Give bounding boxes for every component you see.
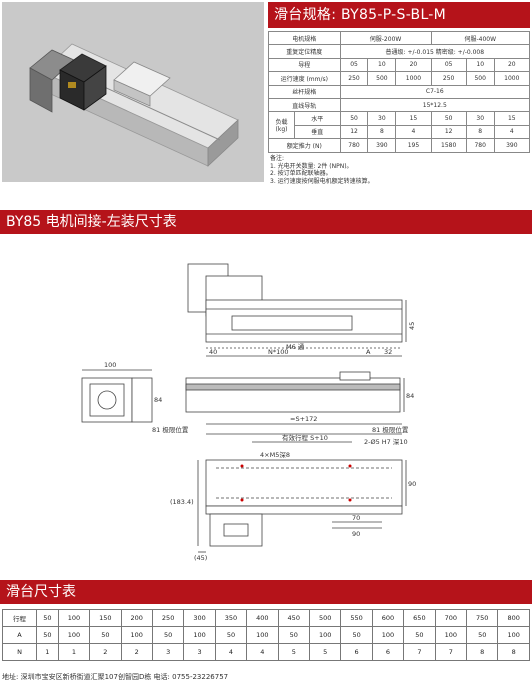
note-item: 2. 按订单匹配联轴器。 [270, 170, 332, 177]
dim-label: 84 [406, 392, 414, 400]
linear-module-render [2, 2, 264, 182]
dimension-drawing: 40 N*100 A 32 45 M6 通 100 84 84 =S+172 8… [81, 263, 416, 562]
spec-title: 滑台规格: BY85-P-S-BL-M [268, 2, 530, 28]
notes-title: 备注: [270, 155, 285, 162]
dim-label: 40 [209, 348, 217, 356]
product-photo [2, 2, 264, 182]
dim-label: 32 [384, 348, 392, 356]
table-row: 重复定位精度 普通级: +/-0.015 精密级: +/-0.008 [268, 44, 531, 59]
dim-label: 有效行程 S+10 [282, 433, 328, 442]
spec-table: 电机规格 伺服-200W 伺服-400W 重复定位精度 普通级: +/-0.01… [268, 30, 531, 153]
dim-label: 81 极限位置 [372, 425, 409, 434]
notes: 备注: 1. 光电开关数量: 2件 (NPN)。 2. 按订单匹配联轴器。 3.… [270, 155, 528, 185]
dim-label: 2-Ø5 H7 深10 [364, 437, 408, 446]
dim-label: A [366, 348, 371, 356]
footer-address: 地址: 深圳市宝安区新桥街道汇聚107创智园D栋 电话: 0755-232267… [2, 673, 229, 681]
section-title-table: 滑台尺寸表 [0, 580, 532, 604]
dim-label: 90 [352, 530, 360, 538]
dim-label: 90 [408, 480, 416, 488]
dim-label: M6 通 [286, 342, 305, 351]
dim-label: (183.4) [170, 498, 194, 506]
table-row: 电机规格 伺服-200W 伺服-400W [268, 30, 531, 46]
table-row: 直线导轨 15*12.5 [268, 97, 531, 113]
dim-label: =S+172 [290, 415, 317, 423]
dim-label: 84 [154, 396, 162, 404]
dim-label: (45) [194, 554, 207, 562]
dim-label: 4×M5深8 [260, 450, 290, 459]
note-item: 3. 运行速度按伺服电机额定转速核算。 [270, 177, 374, 185]
table-row: 丝杆规格 C7-16 [268, 84, 531, 99]
dim-label: 70 [352, 514, 360, 522]
dim-label: 81 极限位置 [152, 425, 189, 434]
section-title-drawing: BY85 电机间接-左装尺寸表 [0, 210, 532, 234]
dim-label: N*100 [268, 348, 289, 356]
note-item: 1. 光电开关数量: 2件 (NPN)。 [270, 162, 353, 170]
dim-label: 100 [104, 361, 116, 369]
dim-label: 45 [408, 322, 416, 330]
